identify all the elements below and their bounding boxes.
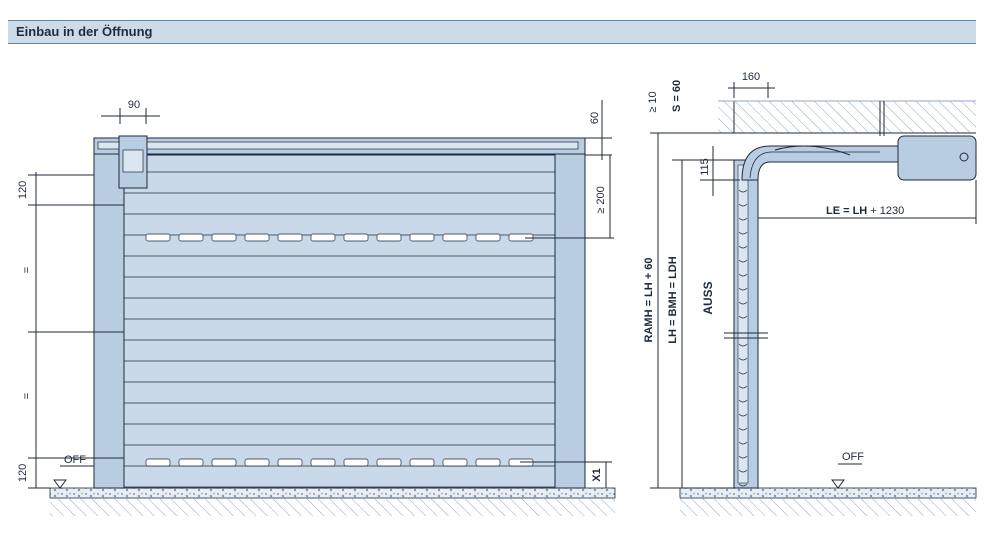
- section-header: Einbau in der Öffnung: [8, 20, 976, 44]
- door-window: [178, 458, 204, 467]
- right-side-guide: [554, 146, 586, 489]
- door-window: [343, 233, 369, 242]
- door-window: [376, 458, 402, 467]
- dim-ramh-label: RAMH = LH + 60: [643, 258, 655, 343]
- front-ground-gravel: [49, 487, 616, 499]
- dim-equal-1-label: =: [21, 267, 33, 273]
- door-window: [244, 458, 270, 467]
- door-window: [178, 233, 204, 242]
- dim-equal-2-label: =: [21, 393, 33, 399]
- front-ground-hatch: [50, 498, 615, 516]
- curtain-profile: [737, 164, 749, 484]
- door-window: [442, 458, 468, 467]
- door-window: [277, 458, 303, 467]
- dim-60-label: 60: [589, 112, 601, 124]
- door-window: [211, 233, 237, 242]
- dim-160-label: 160: [742, 71, 760, 83]
- side-ground-hatch: [680, 498, 976, 516]
- curtain-link: [738, 483, 748, 487]
- door-window: [409, 458, 435, 467]
- side-off-label: OFF: [842, 451, 864, 463]
- side-curtain-links: [738, 189, 748, 487]
- dim-le-label: LE = LH + 1230: [826, 205, 904, 217]
- door-window: [442, 233, 468, 242]
- dim-115-label: 115: [699, 158, 711, 176]
- curtain-slats: [124, 171, 555, 488]
- curtain-link: [738, 399, 748, 403]
- door-window: [145, 233, 171, 242]
- motor-housing: [122, 149, 144, 173]
- left-side-guide: [93, 146, 125, 489]
- operator-motor: [897, 135, 977, 181]
- dim-lh-label: LH = BMH = LDH: [667, 256, 679, 343]
- door-window: [145, 458, 171, 467]
- door-window: [244, 233, 270, 242]
- drive-arm: [774, 145, 851, 156]
- door-window: [310, 233, 336, 242]
- door-window: [277, 233, 303, 242]
- motor-icon: [959, 152, 969, 162]
- curtain-link: [738, 427, 748, 431]
- curtain-link: [738, 259, 748, 263]
- ceiling-hatch: [718, 101, 976, 133]
- door-curtain: [123, 154, 556, 489]
- curtain-link: [738, 287, 748, 291]
- curved-rail: [741, 145, 901, 181]
- dim-120-bottom-label: 120: [17, 464, 29, 482]
- side-off-marker-icon: [831, 479, 845, 489]
- door-window: [409, 233, 435, 242]
- curtain-link: [738, 343, 748, 347]
- dim-90-label: 90: [128, 99, 140, 111]
- front-off-label: OFF: [64, 454, 86, 466]
- curtain-link: [738, 469, 748, 473]
- window-row-bottom: [145, 458, 534, 467]
- curtain-link: [738, 273, 748, 277]
- dim-200-label: ≥ 200: [595, 186, 607, 213]
- curtain-link: [738, 231, 748, 235]
- curtain-link: [738, 413, 748, 417]
- side-ground-gravel: [679, 487, 977, 499]
- curtain-link: [738, 217, 748, 221]
- door-window: [343, 458, 369, 467]
- section-title: Einbau in der Öffnung: [16, 24, 153, 39]
- top-box-inner: [97, 141, 579, 150]
- door-window: [310, 458, 336, 467]
- curtain-link: [738, 371, 748, 375]
- dim-le-bold: LE = LH: [826, 205, 867, 217]
- dim-ge10-label: ≥ 10: [647, 91, 659, 112]
- curtain-link: [738, 441, 748, 445]
- curtain-link: [738, 301, 748, 305]
- front-view: 90 60 ≥ 200 120 = = 120 OFF X1: [17, 99, 616, 516]
- dim-120-top-label: 120: [17, 181, 29, 199]
- door-window: [475, 458, 501, 467]
- curtain-link: [738, 245, 748, 249]
- door-window: [211, 458, 237, 467]
- window-row-top: [145, 233, 534, 242]
- dim-x1-label: X1: [591, 468, 603, 481]
- curtain-link: [738, 385, 748, 389]
- side-view: 160 ≥ 10 S = 60 115 LE = LH + 1230 RAMH …: [643, 71, 977, 516]
- dim-s-label: S = 60: [671, 80, 683, 112]
- dim-le-rest: + 1230: [867, 205, 904, 217]
- door-window: [475, 233, 501, 242]
- curtain-link: [738, 315, 748, 319]
- curtain-link: [738, 189, 748, 193]
- front-off-marker-icon: [53, 479, 67, 489]
- curtain-link: [738, 203, 748, 207]
- dim-auss-label: AUSS: [701, 281, 715, 314]
- door-window: [376, 233, 402, 242]
- curtain-link: [738, 357, 748, 361]
- curtain-link: [738, 455, 748, 459]
